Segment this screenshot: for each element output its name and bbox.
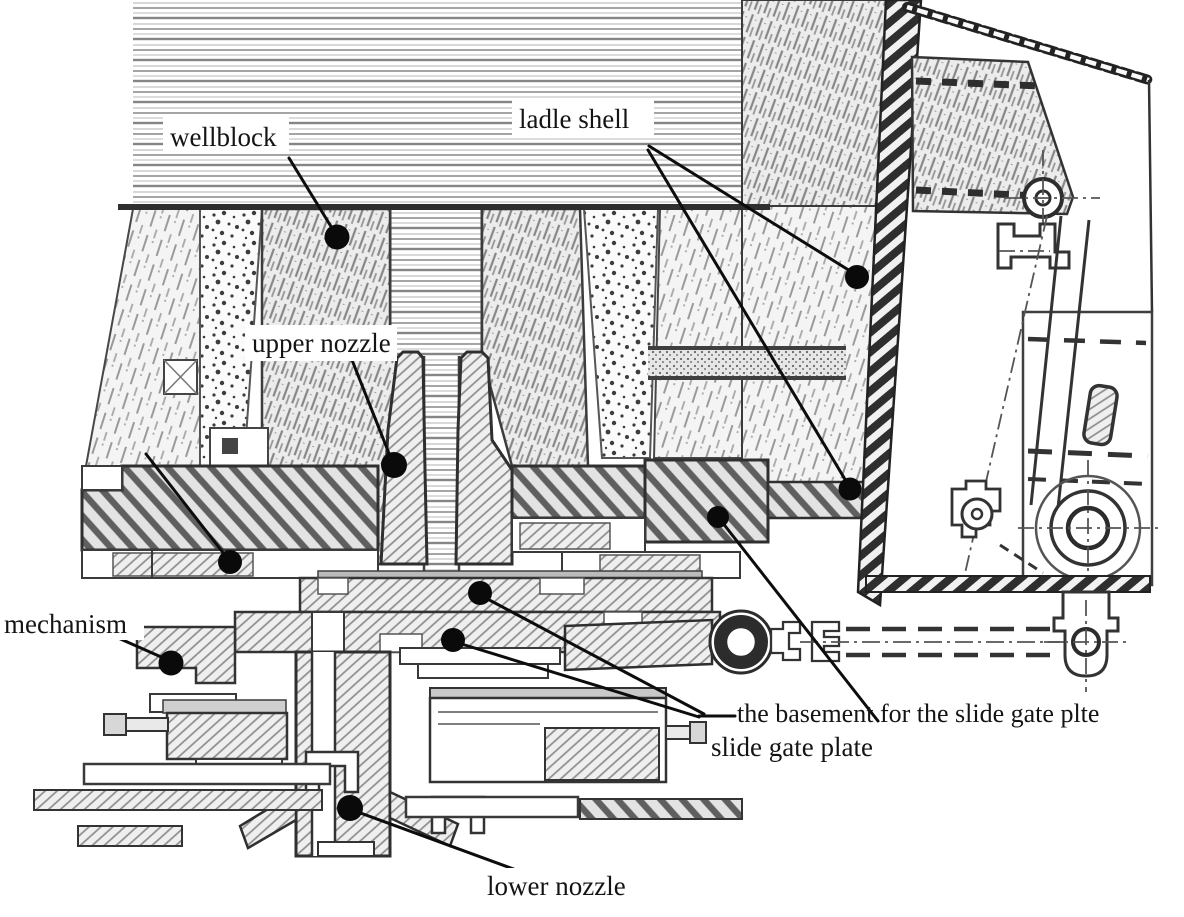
leader-ladle-shell-1 — [647, 144, 857, 276]
leader-upper-nozzle — [350, 358, 394, 463]
leader-basement — [720, 520, 880, 723]
refractory-lining — [84, 0, 891, 566]
mortar-joint-right — [582, 208, 660, 459]
hoist-chain — [902, 2, 1154, 85]
dot-wellblock — [324, 224, 350, 250]
lower-assembly — [33, 647, 743, 858]
dot-ladle-shell-2 — [838, 477, 862, 501]
guide-slot — [1082, 383, 1119, 447]
lining-block-lower-right — [741, 205, 878, 483]
dot-mechanism — [158, 650, 184, 676]
dot-lower-nozzle — [337, 795, 363, 821]
leader-lines — [114, 144, 880, 880]
pivot-pin — [1004, 150, 1100, 250]
dot-slide-plate-1 — [468, 581, 492, 605]
callout-dots — [158, 224, 869, 821]
lever-edge-right — [1056, 219, 1091, 509]
dot-basement — [707, 506, 729, 528]
cylinder-head-bracket — [996, 222, 1071, 270]
leader-slide-plate-2 — [453, 640, 701, 719]
lining-block-right — [652, 208, 743, 459]
safety-lining-left — [84, 208, 201, 467]
leader-mechanism — [114, 635, 170, 662]
labels: wellblock ladle shell upper nozzle mecha… — [0, 98, 1099, 904]
ladle-bottom-plate-right — [510, 464, 647, 520]
lining-block-top-right — [741, 0, 891, 207]
clamp-left — [103, 693, 360, 794]
roller — [1018, 460, 1162, 610]
piston-bracket — [950, 479, 1044, 575]
rod-clevis — [1044, 590, 1128, 692]
bars-left — [33, 762, 332, 847]
label-wellblock: wellblock — [170, 122, 277, 152]
shell-bracket — [910, 55, 1075, 216]
label-upper-nozzle: upper nozzle — [252, 328, 391, 358]
leader-slide-plate-1 — [478, 593, 706, 716]
spring-box-right — [544, 727, 660, 781]
label-basement: the basement for the slide gate plte — [737, 699, 1099, 728]
actuator-mechanism — [865, 55, 1162, 692]
wellblock-right-half — [480, 207, 590, 468]
bars-right — [404, 795, 743, 820]
leader-wellblock — [287, 156, 337, 235]
drive-arm — [563, 618, 714, 672]
carriage-left-extension — [135, 625, 237, 685]
upper-nozzle-right-section — [454, 350, 514, 566]
label-ladle-shell: ladle shell — [519, 104, 629, 134]
label-mechanism: mechanism — [4, 609, 127, 639]
ladle-shell-plate — [856, 0, 923, 608]
arm-eye-ring — [708, 609, 774, 675]
frame-bottom-band — [865, 575, 1151, 593]
key-block — [163, 359, 198, 395]
dot-unlabeled — [218, 550, 242, 574]
leader-lower-nozzle — [353, 809, 540, 880]
label-slide-gate-plate: slide gate plate — [711, 732, 873, 762]
basement-block — [643, 458, 770, 544]
dot-ladle-shell-1 — [845, 265, 869, 289]
clamp-bolt-right — [665, 725, 693, 740]
dot-slide-plate-2 — [441, 628, 465, 652]
link-fork — [769, 620, 802, 662]
leader-ladle-shell-2 — [646, 148, 851, 488]
shelf-band — [648, 346, 846, 380]
lever-edge-left — [1029, 215, 1063, 506]
nozzle-bore-stream — [424, 356, 459, 584]
ladle-bottom-plate-left — [80, 464, 380, 552]
label-lower-nozzle: lower nozzle — [487, 871, 626, 901]
dot-upper-nozzle — [381, 452, 407, 478]
slide-gate-plate-part — [298, 576, 714, 614]
spring-box-left — [165, 711, 289, 761]
nozzle-collar — [317, 841, 375, 857]
leader-unlabeled — [144, 452, 230, 561]
slide-carriage — [233, 610, 722, 654]
pour-channel — [390, 206, 482, 356]
